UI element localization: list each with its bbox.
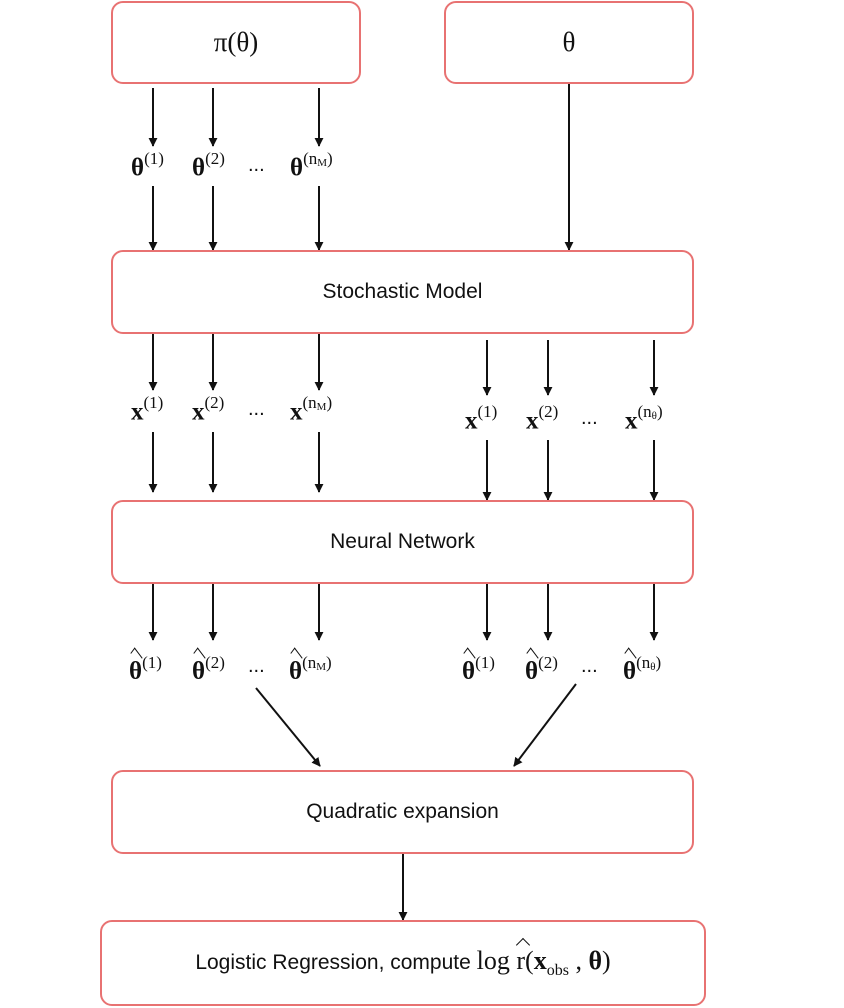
- neural-network-label: Neural Network: [330, 530, 475, 553]
- stochastic-model-label: Stochastic Model: [322, 280, 483, 303]
- logistic-regression-label: Logistic Regression, compute log r(xobs …: [195, 945, 611, 980]
- theta-label: θ: [562, 27, 576, 57]
- quadratic-expansion-box: Quadratic expansion: [111, 770, 694, 854]
- ellipsis: ...: [581, 407, 598, 429]
- ellipsis: ...: [248, 655, 265, 677]
- x-sample-theta-n: x(nθ): [625, 402, 663, 435]
- theta-hat-nM: θ(nM): [289, 653, 332, 686]
- logistic-regression-box: Logistic Regression, compute log r(xobs …: [100, 920, 706, 1006]
- ellipsis: ...: [581, 655, 598, 677]
- theta-sample-2: θ(2): [192, 149, 225, 182]
- theta-hat-r-n: θ(nθ): [623, 653, 662, 686]
- x-sample-1: x(1): [131, 393, 164, 426]
- quadratic-expansion-label: Quadratic expansion: [306, 800, 499, 823]
- theta-hat-2: θ(2): [192, 653, 225, 686]
- arrow: [255, 687, 321, 767]
- x-sample-theta-1: x(1): [465, 402, 498, 435]
- x-sample-theta-2: x(2): [526, 402, 559, 435]
- x-sample-2: x(2): [192, 393, 225, 426]
- theta-hat-r2: θ(2): [525, 653, 558, 686]
- theta-sample-1: θ(1): [131, 149, 164, 182]
- ellipsis: ...: [248, 154, 265, 176]
- theta-box: θ: [444, 1, 694, 84]
- neural-network-box: Neural Network: [111, 500, 694, 584]
- arrow: [513, 683, 577, 767]
- theta-hat-r1: θ(1): [462, 653, 495, 686]
- ellipsis: ...: [248, 398, 265, 420]
- x-sample-nM: x(nM): [290, 393, 333, 426]
- prior-label: π(θ): [213, 27, 259, 57]
- stochastic-model-box: Stochastic Model: [111, 250, 694, 334]
- theta-sample-nM: θ(nM): [290, 149, 333, 182]
- theta-hat-1: θ(1): [129, 653, 162, 686]
- prior-box: π(θ): [111, 1, 361, 84]
